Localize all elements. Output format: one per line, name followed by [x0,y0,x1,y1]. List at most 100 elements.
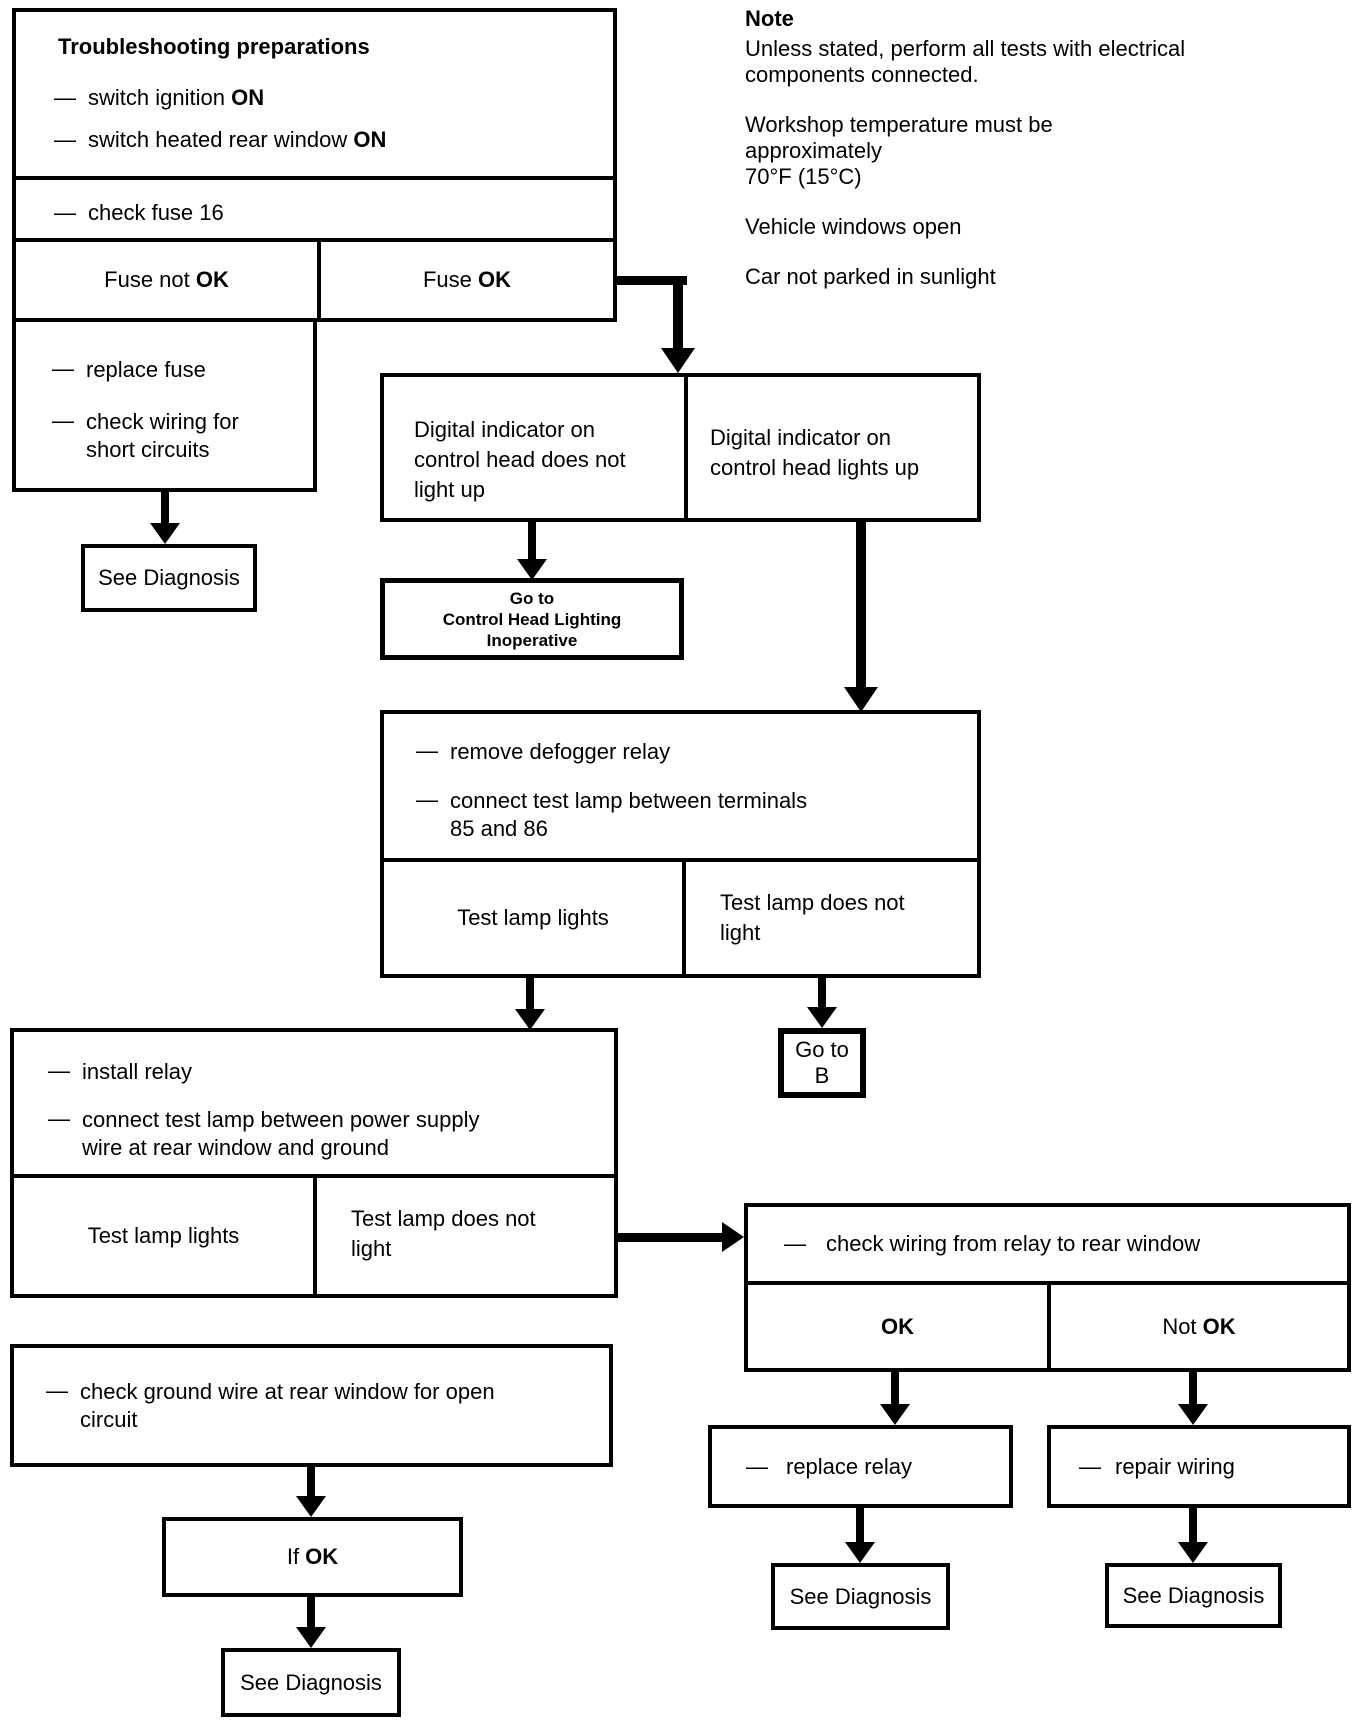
dash-bullet: — [1079,1453,1101,1479]
replace-fuse-label: replace fuse [86,357,206,382]
check-wiring-label: check wiring from relay to rear window [826,1231,1201,1256]
note-paragraph: Unless stated, perform all tests with el… [745,36,1186,87]
arrow-check-ground-to-if-ok [296,1467,326,1517]
troubleshooting-preparations-box: Troubleshooting preparations — switch ig… [12,8,617,180]
check-fuse-item: — check fuse 16 [54,200,603,226]
check-ground-box: — check ground wire at rear window for o… [10,1344,613,1467]
arrow-repair-wiring-to-diagnosis [1178,1508,1208,1563]
prep-item-rear-window: — switch heated rear window ON [54,127,603,153]
see-diagnosis-box-1: See Diagnosis [81,544,257,612]
arrow-if-ok-to-diagnosis [296,1597,326,1648]
dash-bullet: — [46,1378,68,1403]
arrow-to-goto-chl [517,522,547,580]
arrow-not-ok-to-repair-wiring [1178,1372,1208,1425]
note-paragraph: Vehicle windows open [745,214,962,239]
test-lamp-lights-cell-2: Test lamp lights [14,1178,313,1294]
arrow-replace-fuse-to-diagnosis [150,492,180,544]
check-ground-item: — check ground wire at rear window for o… [46,1378,601,1434]
elbow-connector-bar [613,276,687,285]
not-ok-cell: Not OK [1047,1285,1347,1368]
repair-wiring-label: repair wiring [1115,1453,1235,1479]
prep-title: Troubleshooting preparations [58,34,370,59]
arrow-lamp-lights-to-install [515,978,545,1030]
arrow-lamp-not-to-check-wiring [618,1221,744,1253]
fuse-ok-cell: Fuse OK [317,242,613,318]
dash-bullet: — [784,1231,806,1256]
see-diagnosis-label: See Diagnosis [789,1583,932,1609]
dash-bullet: — [48,1106,70,1131]
dash-bullet: — [54,200,76,225]
fuse-not-ok-cell: Fuse not OK [104,267,229,292]
relay-test-steps: — remove defogger relay — connect test l… [384,714,977,862]
note-title: Note [745,6,794,31]
install-relay-label: install relay [82,1059,193,1084]
test-lamp-lights-label: Test lamp lights [87,1223,240,1248]
if-ok-box: If OK [162,1517,463,1597]
see-diagnosis-label: See Diagnosis [98,565,240,590]
install-relay-item: — install relay [48,1058,606,1086]
note-block: Note Unless stated, perform all tests wi… [745,6,1195,290]
check-fuse-box: — check fuse 16 [12,176,617,242]
arrow-fuse-ok-to-digital [661,276,695,373]
arrow-ok-to-replace-relay [880,1372,910,1425]
check-wiring-item: — check wiring from relay to rear window [748,1207,1347,1285]
see-diagnosis-label: See Diagnosis [1122,1582,1265,1608]
remove-relay-label: remove defogger relay [450,739,671,764]
check-fuse-label: check fuse 16 [88,200,224,225]
dash-bullet: — [54,85,76,110]
arrow-lamp-not-to-goto-b [807,978,837,1028]
dash-bullet: — [416,738,438,763]
test-lamp-lights-cell-1: Test lamp lights [384,862,682,974]
test-lamp-lights-label: Test lamp lights [457,905,609,930]
dash-bullet: — [746,1453,768,1479]
prep-item-ignition: — switch ignition ON [54,85,603,111]
fuse-result-row: Fuse not OK Fuse OK [12,238,617,322]
repair-wiring-box: — repair wiring [1047,1425,1351,1508]
ok-label: OK [881,1313,914,1339]
see-diagnosis-box-4: See Diagnosis [1105,1563,1282,1628]
replace-fuse-item: — replace fuse [52,356,305,384]
check-ground-label: check ground wire at rear window for ope… [80,1379,495,1432]
replace-relay-box: — replace relay [708,1425,1013,1508]
prep-item-rear-window-label: switch heated rear window ON [88,127,387,152]
see-diagnosis-box-2: See Diagnosis [221,1648,401,1717]
ok-cell: OK [748,1285,1047,1368]
prep-item-ignition-label: switch ignition ON [88,85,265,110]
arrow-lights-up-to-relay-test [844,522,878,712]
connect-lamp-power-item: — connect test lamp between power supply… [48,1106,606,1162]
dash-bullet: — [52,408,74,433]
see-diagnosis-label: See Diagnosis [240,1669,382,1695]
check-wiring-box: — check wiring from relay to rear window… [744,1203,1351,1372]
dash-bullet: — [54,127,76,152]
install-relay-box: — install relay — connect test lamp betw… [10,1028,618,1298]
check-wiring-result-row: OK Not OK [748,1285,1347,1368]
arrow-replace-relay-to-diagnosis [845,1508,875,1563]
see-diagnosis-box-3: See Diagnosis [771,1563,950,1630]
dash-bullet: — [416,787,438,812]
dash-bullet: — [48,1058,70,1083]
note-paragraph: Car not parked in sunlight [745,264,996,289]
remove-relay-item: — remove defogger relay [416,738,969,766]
